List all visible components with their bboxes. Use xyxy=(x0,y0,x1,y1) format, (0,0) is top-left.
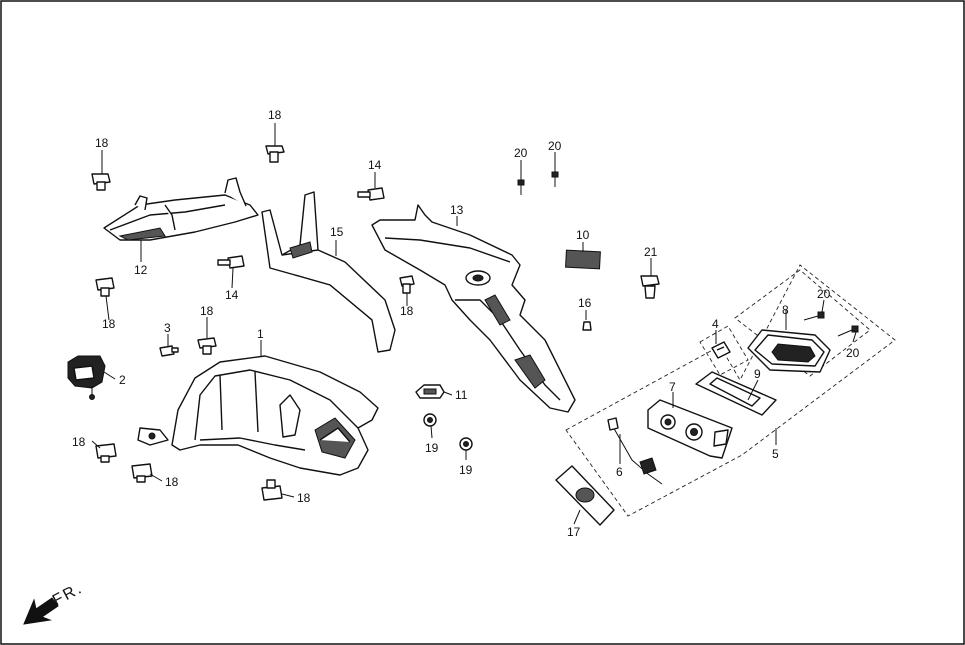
callout-20: 20 xyxy=(548,139,562,153)
front-direction-indicator: FR. xyxy=(23,580,86,625)
front-arrow-icon xyxy=(23,597,59,625)
callout-20: 20 xyxy=(514,146,528,160)
front-direction-label: FR. xyxy=(50,580,86,610)
callout-9: 9 xyxy=(754,367,761,381)
callout-19: 19 xyxy=(425,441,439,455)
side-bracket-part xyxy=(261,191,396,353)
wire-harness-part xyxy=(607,417,663,485)
callout-3: 3 xyxy=(164,321,171,335)
callout-21: 21 xyxy=(644,245,658,259)
callout-4: 4 xyxy=(712,317,719,331)
lamp-bulb-outline xyxy=(699,325,749,376)
lamp-housing-part xyxy=(647,399,733,459)
callout-18: 18 xyxy=(102,317,116,331)
callout-18: 18 xyxy=(297,491,311,505)
tail-bracket-part xyxy=(371,204,576,413)
callout-18: 18 xyxy=(95,136,109,150)
callout-6: 6 xyxy=(616,465,623,479)
callout-16: 16 xyxy=(578,296,592,310)
callout-8: 8 xyxy=(782,303,789,317)
callout-1: 1 xyxy=(257,327,264,341)
lamp-assembly-outline xyxy=(565,264,896,517)
callout-10: 10 xyxy=(576,228,590,242)
bulb-part xyxy=(711,341,731,359)
rear-fender-part xyxy=(137,355,379,476)
callout-2: 2 xyxy=(119,373,126,387)
callout-11: 11 xyxy=(455,388,468,402)
label-plate-part xyxy=(565,249,601,270)
callout-18: 18 xyxy=(268,108,282,122)
callout-18: 18 xyxy=(165,475,179,489)
leader-lines xyxy=(91,123,857,525)
callout-14: 14 xyxy=(368,158,382,172)
callout-15: 15 xyxy=(330,225,344,239)
flange-bolt-part xyxy=(640,275,660,299)
seat-bracket-part xyxy=(103,177,259,241)
callout-18: 18 xyxy=(400,304,414,318)
hardware-bolts xyxy=(91,145,859,501)
callout-12: 12 xyxy=(134,263,148,277)
lamp-lens-part xyxy=(747,329,831,373)
callout-20: 20 xyxy=(817,287,831,301)
relay-part xyxy=(67,355,106,400)
callout-18: 18 xyxy=(72,435,86,449)
callout-numbers: 18 18 12 18 14 14 15 18 13 20 20 10 16 2… xyxy=(72,108,860,539)
grommet-part xyxy=(582,321,592,331)
callout-7: 7 xyxy=(669,380,676,394)
callout-14: 14 xyxy=(225,288,239,302)
clip-part xyxy=(415,384,445,399)
gasket-part xyxy=(695,371,777,416)
callout-5: 5 xyxy=(772,447,779,461)
callout-17: 17 xyxy=(567,525,581,539)
pad-part xyxy=(555,465,615,526)
callout-19: 19 xyxy=(459,463,473,477)
callout-13: 13 xyxy=(450,203,464,217)
callout-20: 20 xyxy=(846,346,860,360)
callout-18: 18 xyxy=(200,304,214,318)
